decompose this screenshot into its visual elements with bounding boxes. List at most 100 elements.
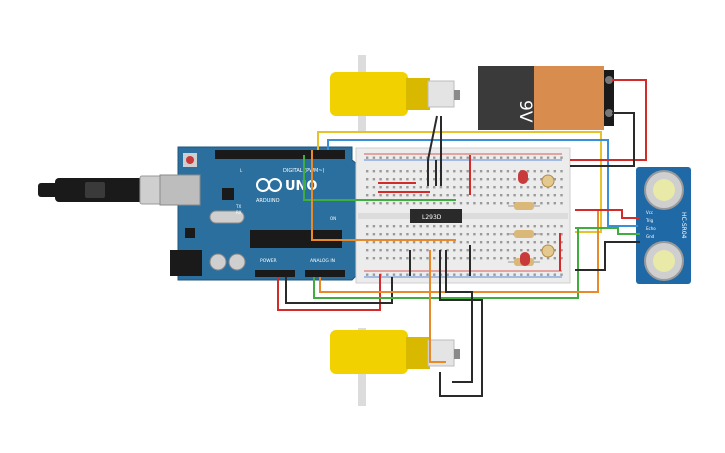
breadboard-hole[interactable]: [493, 257, 496, 260]
breadboard-hole[interactable]: [459, 156, 463, 159]
wire-red-sensor[interactable]: [575, 209, 640, 219]
breadboard-hole[interactable]: [366, 194, 369, 197]
breadboard-hole[interactable]: [533, 249, 536, 252]
breadboard-hole[interactable]: [379, 257, 382, 260]
breadboard-hole[interactable]: [546, 241, 550, 244]
breadboard-hole[interactable]: [533, 156, 536, 159]
breadboard-hole[interactable]: [466, 194, 469, 197]
breadboard-hole[interactable]: [392, 257, 396, 260]
breadboard-hole[interactable]: [493, 194, 496, 197]
breadboard-hole[interactable]: [486, 273, 489, 276]
breadboard-hole[interactable]: [419, 170, 422, 173]
breadboard-hole[interactable]: [419, 194, 422, 197]
breadboard-hole[interactable]: [533, 273, 536, 276]
breadboard-hole[interactable]: [446, 241, 449, 244]
jumper-wires[interactable]: [378, 155, 561, 276]
photoresistor-icon[interactable]: [541, 174, 555, 188]
breadboard-hole[interactable]: [459, 194, 463, 197]
breadboard-hole[interactable]: [433, 156, 436, 159]
breadboard-hole[interactable]: [379, 241, 382, 244]
breadboard-hole[interactable]: [426, 273, 429, 276]
breadboard-hole[interactable]: [493, 225, 496, 228]
breadboard-hole[interactable]: [412, 178, 416, 181]
breadboard-hole[interactable]: [520, 273, 523, 276]
breadboard-hole[interactable]: [486, 156, 489, 159]
breadboard-hole[interactable]: [540, 225, 543, 228]
breadboard-hole[interactable]: [412, 202, 416, 205]
breadboard-hole[interactable]: [493, 170, 496, 173]
breadboard-hole[interactable]: [419, 273, 422, 276]
breadboard-hole[interactable]: [459, 273, 463, 276]
breadboard-hole[interactable]: [546, 202, 550, 205]
breadboard-hole[interactable]: [386, 233, 389, 236]
breadboard-hole[interactable]: [366, 241, 369, 244]
breadboard-hole[interactable]: [520, 156, 523, 159]
breadboard-hole[interactable]: [540, 194, 543, 197]
breadboard[interactable]: [355, 147, 571, 284]
breadboard-hole[interactable]: [372, 178, 376, 181]
resistor[interactable]: [508, 202, 540, 210]
breadboard-hole[interactable]: [473, 156, 476, 159]
breadboard-hole[interactable]: [546, 257, 550, 260]
breadboard-hole[interactable]: [412, 186, 416, 189]
breadboard-hole[interactable]: [392, 170, 396, 173]
breadboard-hole[interactable]: [433, 241, 436, 244]
breadboard-hole[interactable]: [433, 202, 436, 205]
breadboard-hole[interactable]: [560, 178, 563, 181]
breadboard-hole[interactable]: [392, 225, 396, 228]
breadboard-hole[interactable]: [506, 170, 510, 173]
breadboard-hole[interactable]: [419, 178, 422, 181]
breadboard-hole[interactable]: [366, 178, 369, 181]
breadboard-hole[interactable]: [473, 225, 476, 228]
breadboard-hole[interactable]: [412, 273, 416, 276]
breadboard-hole[interactable]: [412, 194, 416, 197]
breadboard-hole[interactable]: [520, 194, 523, 197]
breadboard-hole[interactable]: [540, 233, 543, 236]
breadboard-hole[interactable]: [419, 225, 422, 228]
breadboard-hole[interactable]: [433, 178, 436, 181]
breadboard-hole[interactable]: [406, 249, 409, 252]
breadboard-hole[interactable]: [446, 194, 449, 197]
breadboard-hole[interactable]: [453, 249, 456, 252]
breadboard-hole[interactable]: [546, 233, 550, 236]
breadboard-hole[interactable]: [540, 156, 543, 159]
breadboard-hole[interactable]: [500, 241, 503, 244]
breadboard-hole[interactable]: [473, 178, 476, 181]
breadboard-hole[interactable]: [386, 202, 389, 205]
breadboard-hole[interactable]: [513, 170, 516, 173]
breadboard-hole[interactable]: [399, 186, 402, 189]
breadboard-hole[interactable]: [459, 257, 463, 260]
breadboard-hole[interactable]: [386, 186, 389, 189]
breadboard-hole[interactable]: [520, 249, 523, 252]
breadboard-hole[interactable]: [433, 257, 436, 260]
led-red[interactable]: [518, 170, 528, 184]
breadboard-hole[interactable]: [399, 156, 402, 159]
breadboard-hole[interactable]: [493, 241, 496, 244]
breadboard-hole[interactable]: [426, 225, 429, 228]
breadboard-hole[interactable]: [513, 249, 516, 252]
breadboard-hole[interactable]: [506, 178, 510, 181]
breadboard-hole[interactable]: [372, 170, 376, 173]
breadboard-hole[interactable]: [506, 233, 510, 236]
breadboard-hole[interactable]: [453, 156, 456, 159]
breadboard-hole[interactable]: [386, 156, 389, 159]
breadboard-hole[interactable]: [379, 233, 382, 236]
led-red[interactable]: [520, 252, 530, 266]
breadboard-hole[interactable]: [412, 170, 416, 173]
breadboard-hole[interactable]: [553, 249, 556, 252]
breadboard-hole[interactable]: [479, 225, 483, 228]
breadboard-hole[interactable]: [520, 186, 523, 189]
breadboard-hole[interactable]: [419, 156, 422, 159]
breadboard-hole[interactable]: [433, 186, 436, 189]
breadboard-hole[interactable]: [379, 178, 382, 181]
breadboard-hole[interactable]: [392, 249, 396, 252]
breadboard-hole[interactable]: [386, 170, 389, 173]
breadboard-hole[interactable]: [446, 257, 449, 260]
breadboard-hole[interactable]: [412, 225, 416, 228]
breadboard-hole[interactable]: [513, 156, 516, 159]
wire-blue[interactable]: [327, 139, 638, 227]
breadboard-hole[interactable]: [493, 249, 496, 252]
breadboard-hole[interactable]: [533, 241, 536, 244]
breadboard-hole[interactable]: [540, 202, 543, 205]
breadboard-hole[interactable]: [526, 170, 530, 173]
